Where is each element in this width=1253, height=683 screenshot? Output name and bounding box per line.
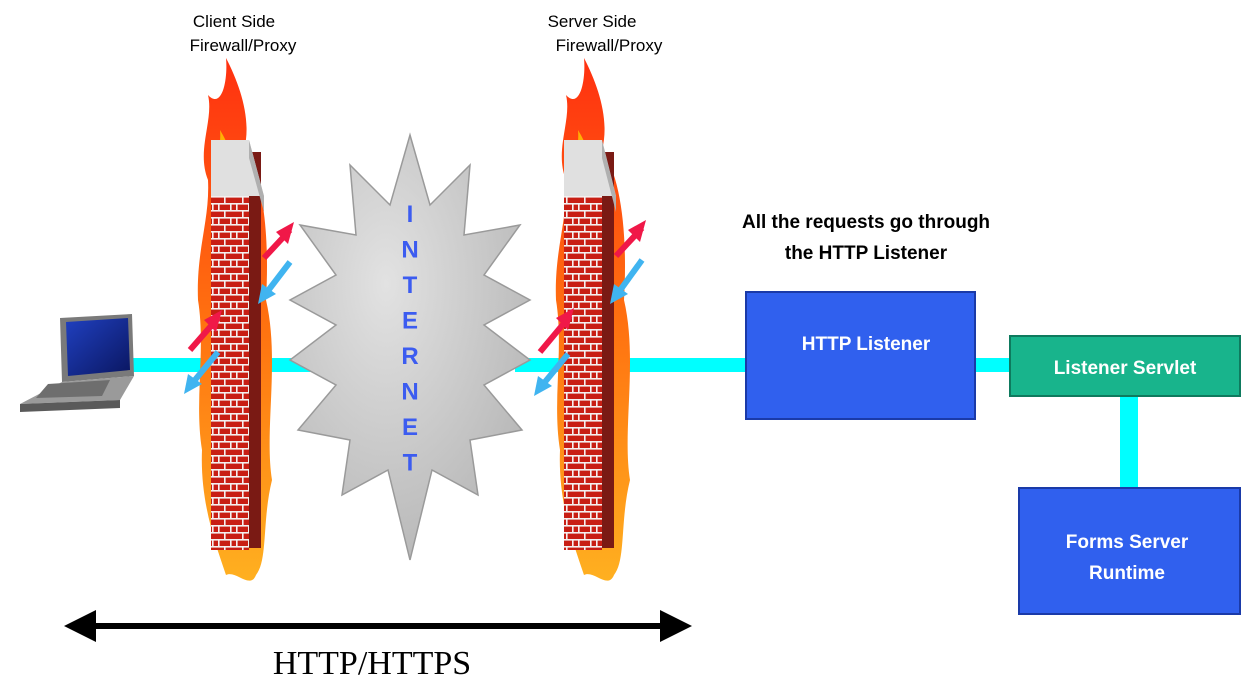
http-listener-label: HTTP Listener — [802, 334, 931, 355]
connector-servlet-runtime — [1120, 396, 1138, 490]
server-firewall-label-line2: Firewall/Proxy — [556, 36, 663, 55]
internet-letter: N — [401, 379, 418, 406]
http-listener-box: HTTP Listener — [745, 291, 976, 420]
client-upper-arrows-icon — [258, 222, 294, 304]
protocol-label: HTTP/HTTPS — [273, 645, 471, 682]
client-firewall — [197, 58, 272, 581]
cloud-starburst-icon — [288, 132, 532, 561]
forms-runtime-label-line1: Forms Server — [1066, 532, 1189, 553]
server-firewall — [555, 58, 630, 581]
internet-letter: E — [402, 308, 418, 335]
brick-firewall-icon — [555, 58, 630, 581]
forms-runtime-box: Forms Server Runtime — [1018, 487, 1241, 615]
internet-letter: I — [407, 201, 414, 228]
server-upper-arrows-icon — [610, 220, 646, 304]
client-lower-arrows-icon — [184, 310, 222, 394]
laptop-icon — [20, 314, 134, 412]
listener-servlet-box: Listener Servlet — [1009, 335, 1241, 397]
connector-listener-servlet — [975, 358, 1013, 372]
brick-firewall-icon — [197, 58, 272, 581]
server-firewall-label-line1: Server Side — [548, 12, 637, 31]
internet-letter: N — [401, 237, 418, 264]
forms-runtime-label-line2: Runtime — [1089, 563, 1165, 584]
internet-letter: T — [403, 450, 418, 477]
internet-letter: E — [402, 414, 418, 441]
connectors — [125, 358, 1138, 490]
listener-servlet-label: Listener Servlet — [1054, 358, 1197, 379]
listener-note-line1: All the requests go through — [742, 212, 990, 233]
traffic-arrows — [184, 220, 646, 396]
server-lower-arrows-icon — [534, 308, 574, 396]
internet-letter: T — [403, 272, 418, 299]
connector-internet-listener — [515, 358, 747, 372]
listener-note-line2: the HTTP Listener — [785, 243, 948, 264]
protocol-double-arrow — [64, 610, 692, 642]
client-firewall-label-line1: Client Side — [193, 12, 275, 31]
client-firewall-label-line2: Firewall/Proxy — [190, 36, 297, 55]
internet-letter: R — [401, 343, 418, 370]
